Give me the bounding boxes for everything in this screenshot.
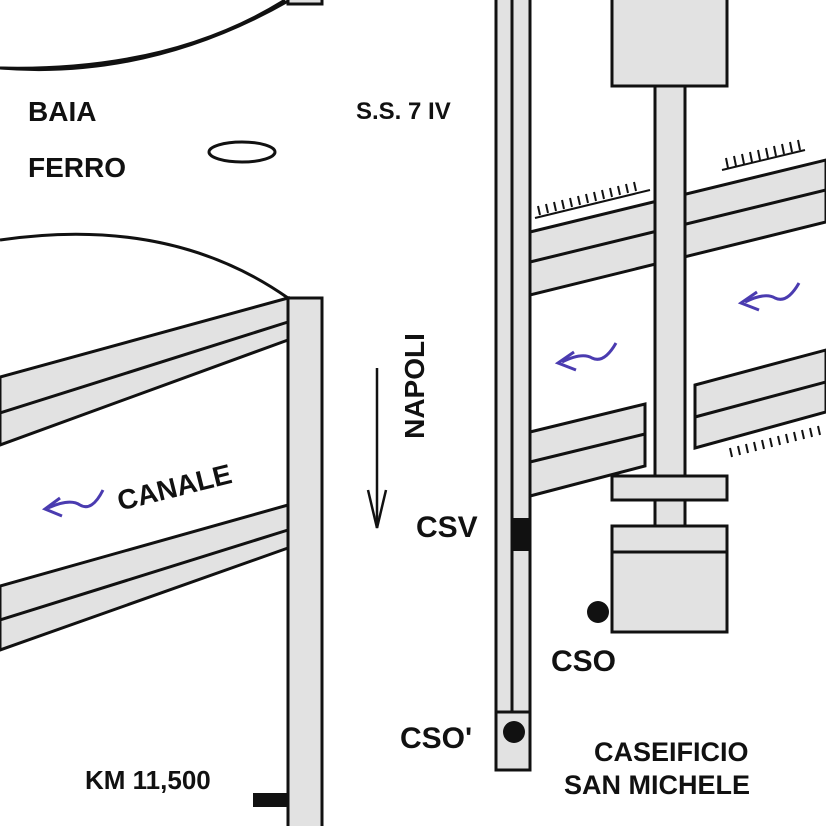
place-label-ferro: FERRO (28, 152, 126, 183)
flow-arrow-icon (737, 282, 801, 312)
facility-label-line1: CASEIFICIO (594, 737, 749, 767)
canal-bank-lower-left (0, 503, 290, 652)
point-label-csv: CSV (416, 511, 478, 544)
down-arrow-icon (366, 368, 388, 529)
road-stub-top (286, 0, 324, 6)
canal-bank-line (0, 528, 289, 622)
canal-bank-line (529, 432, 646, 464)
field-boundary-top-curve (0, 0, 286, 70)
point-label-cso: CSO (551, 645, 617, 678)
field-boundary-middle (0, 232, 289, 300)
pond-ellipse (207, 140, 277, 164)
canal-bank-lower-right-a (528, 402, 647, 498)
caseificio-building (610, 550, 729, 634)
canal-bank-line (0, 320, 289, 415)
cso-marker (587, 601, 609, 623)
embankment-hatch (534, 181, 651, 219)
cso-prime-marker (503, 721, 525, 743)
road-vertical-left (286, 296, 324, 826)
embankment-hatch (721, 139, 806, 171)
flow-arrow-icon (554, 342, 618, 372)
caseificio-gate (610, 524, 729, 554)
canal-bank-upper-left (0, 296, 290, 447)
km-marker (253, 793, 288, 807)
road-label-ss7: S.S. 7 IV (356, 98, 451, 125)
field-boundary-top (0, 0, 324, 72)
caseificio-crossbar (610, 474, 729, 502)
canal-bank-line (694, 380, 826, 419)
direction-label-napoli: NAPOLI (399, 333, 430, 439)
place-label-baia: BAIA (28, 96, 97, 127)
km-label: KM 11,500 (85, 765, 211, 795)
point-label-cso-prime: CSO' (400, 722, 473, 755)
csv-marker (513, 518, 530, 551)
embankment-hatch (729, 425, 821, 458)
facility-label-line2: SAN MICHELE (564, 770, 751, 800)
caseificio-access-road (653, 84, 687, 528)
caseificio-building-top (610, 0, 729, 88)
flow-arrow-icon (41, 489, 105, 518)
